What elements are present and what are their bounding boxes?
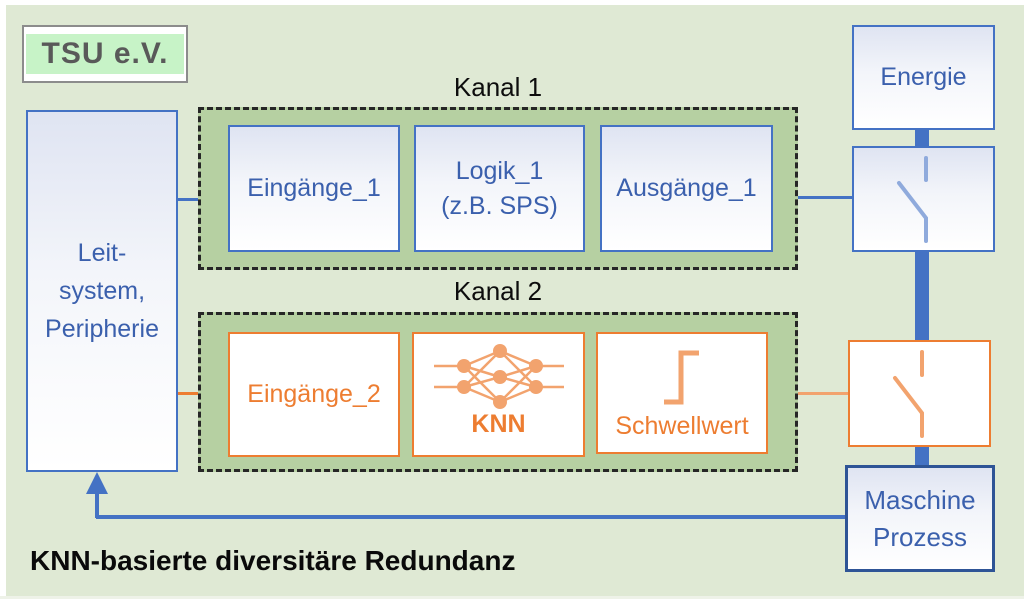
step-function-icon — [664, 350, 699, 405]
logik1-label: Logik_1 — [455, 156, 544, 185]
feedback-arrow-icon — [86, 472, 108, 494]
knn-label: KNN — [471, 410, 526, 438]
eingaenge2-box: Eingänge_2 — [228, 332, 400, 457]
page-edge-top — [0, 0, 1024, 5]
switch-open-icon-blue — [896, 155, 928, 243]
page-title: KNN-basierte diversitäre Redundanz — [30, 545, 516, 576]
ausgaenge1-label: Ausgänge_1 — [616, 174, 757, 202]
maschine-label-line2: Prozess — [873, 521, 967, 552]
kanal1-label: Kanal 1 — [453, 72, 543, 102]
eingaenge2-label: Eingänge_2 — [247, 380, 381, 408]
logik1-sublabel: (z.B. SPS) — [441, 191, 558, 220]
tsu-logo: TSU e.V. — [22, 25, 188, 83]
energy-bus-segment-2 — [915, 250, 929, 342]
knn-network-icon — [433, 344, 564, 409]
switch-orange-box — [848, 340, 991, 447]
leitsystem-line1: Leit- — [77, 239, 127, 267]
eingaenge1-label: Eingänge_1 — [247, 174, 381, 202]
page-edge-left — [0, 0, 6, 599]
schwellwert-box: Schwellwert — [596, 332, 768, 454]
switch-open-icon-orange — [892, 349, 924, 438]
feedback-line-horizontal — [96, 515, 845, 519]
tsu-logo-text: TSU e.V. — [26, 34, 184, 74]
leitsystem-line3: Peripherie — [45, 315, 159, 343]
maschine-prozess-box: Maschine Prozess — [845, 465, 995, 572]
page-edge-bottom — [0, 596, 1024, 599]
leitsystem-line2: system, — [58, 277, 146, 305]
feedback-line-vertical — [95, 492, 99, 518]
energy-bus-segment-1 — [915, 128, 929, 148]
knn-box: KNN — [412, 332, 585, 457]
logik1-box: Logik_1 (z.B. SPS) — [414, 125, 585, 252]
connector-ausgaenge1-switch — [773, 196, 852, 199]
connector-schwellwert-switch — [768, 392, 848, 395]
maschine-label-line1: Maschine — [864, 484, 976, 515]
energie-label: Energie — [880, 63, 967, 91]
eingaenge1-box: Eingänge_1 — [228, 125, 400, 252]
ausgaenge1-box: Ausgänge_1 — [600, 125, 773, 252]
schwellwert-label: Schwellwert — [615, 412, 749, 440]
energy-bus-segment-3 — [915, 445, 929, 467]
switch-blue-box — [852, 146, 995, 252]
leitsystem-box: Leit- system, Peripherie — [26, 110, 178, 472]
energie-box: Energie — [852, 25, 995, 130]
kanal2-label: Kanal 2 — [453, 276, 543, 306]
